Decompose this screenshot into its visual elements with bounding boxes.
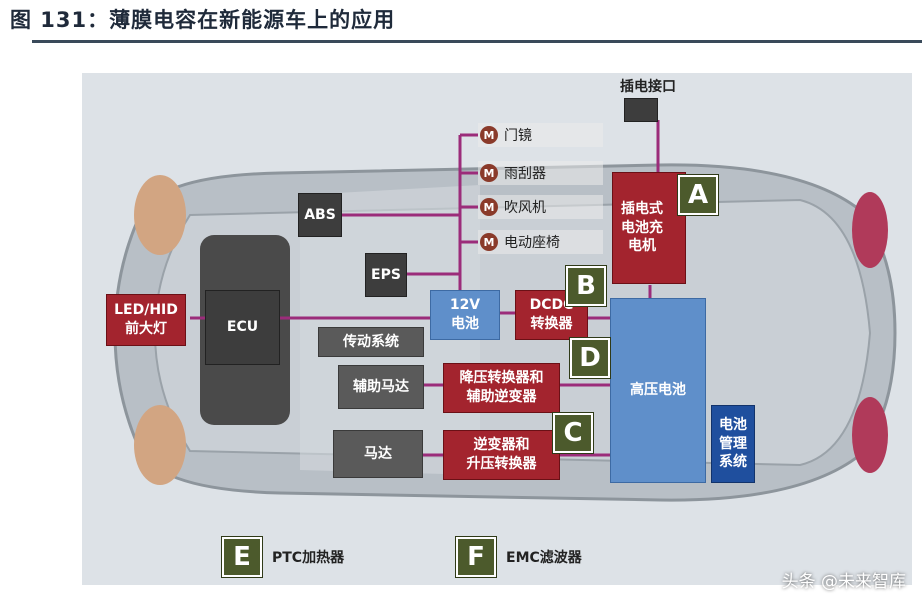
motor-item: M 雨刮器 — [478, 161, 603, 185]
motor-label: 电动座椅 — [504, 235, 560, 251]
legend-e: E PTC加热器 — [221, 536, 345, 578]
motor-icon: M — [480, 126, 498, 144]
motor-label: 吹风机 — [504, 200, 546, 216]
drivetrain-box: 传动系统 — [318, 327, 424, 357]
battery-12v-box: 12V 电池 — [430, 290, 500, 340]
watermark: 头条 @未来智库 — [781, 572, 906, 592]
tag-d: D — [569, 337, 611, 379]
inverter-boost-box: 逆变器和 升压转换器 — [443, 430, 560, 480]
motor-icon: M — [480, 198, 498, 216]
motor-box: 马达 — [333, 430, 423, 478]
motor-item: M 门镜 — [478, 123, 603, 147]
figure-title: 图 131：薄膜电容在新能源车上的应用 — [10, 8, 396, 32]
motor-label: 雨刮器 — [504, 166, 546, 182]
eps-box: EPS — [365, 253, 407, 297]
tag-c: C — [552, 412, 594, 454]
motor-icon: M — [480, 233, 498, 251]
charging-port-box — [624, 98, 658, 122]
legend-f: F EMC滤波器 — [455, 536, 582, 578]
bms-box: 电池 管理 系统 — [711, 405, 755, 483]
motor-item: M 电动座椅 — [478, 230, 603, 254]
motor-label: 门镜 — [504, 128, 532, 144]
tag-e: E — [221, 536, 263, 578]
aux-motor-box: 辅助马达 — [338, 365, 424, 409]
title-rule — [32, 40, 922, 43]
tag-b: B — [565, 265, 607, 307]
ecu-box: ECU — [205, 290, 280, 365]
plugin-charger-box: 插电式 电池充 电机 — [612, 172, 686, 284]
motor-icon: M — [480, 164, 498, 182]
buck-aux-inverter-box: 降压转换器和 辅助逆变器 — [443, 363, 560, 413]
abs-box: ABS — [298, 193, 342, 237]
legend-e-label: PTC加热器 — [272, 550, 345, 566]
tag-a: A — [677, 174, 719, 216]
headlight-box: LED/HID 前大灯 — [106, 294, 186, 346]
tag-f: F — [455, 536, 497, 578]
charging-port-label: 插电接口 — [620, 79, 676, 95]
motor-item: M 吹风机 — [478, 195, 603, 219]
legend-f-label: EMC滤波器 — [506, 550, 582, 566]
hv-battery-box: 高压电池 — [610, 298, 706, 483]
